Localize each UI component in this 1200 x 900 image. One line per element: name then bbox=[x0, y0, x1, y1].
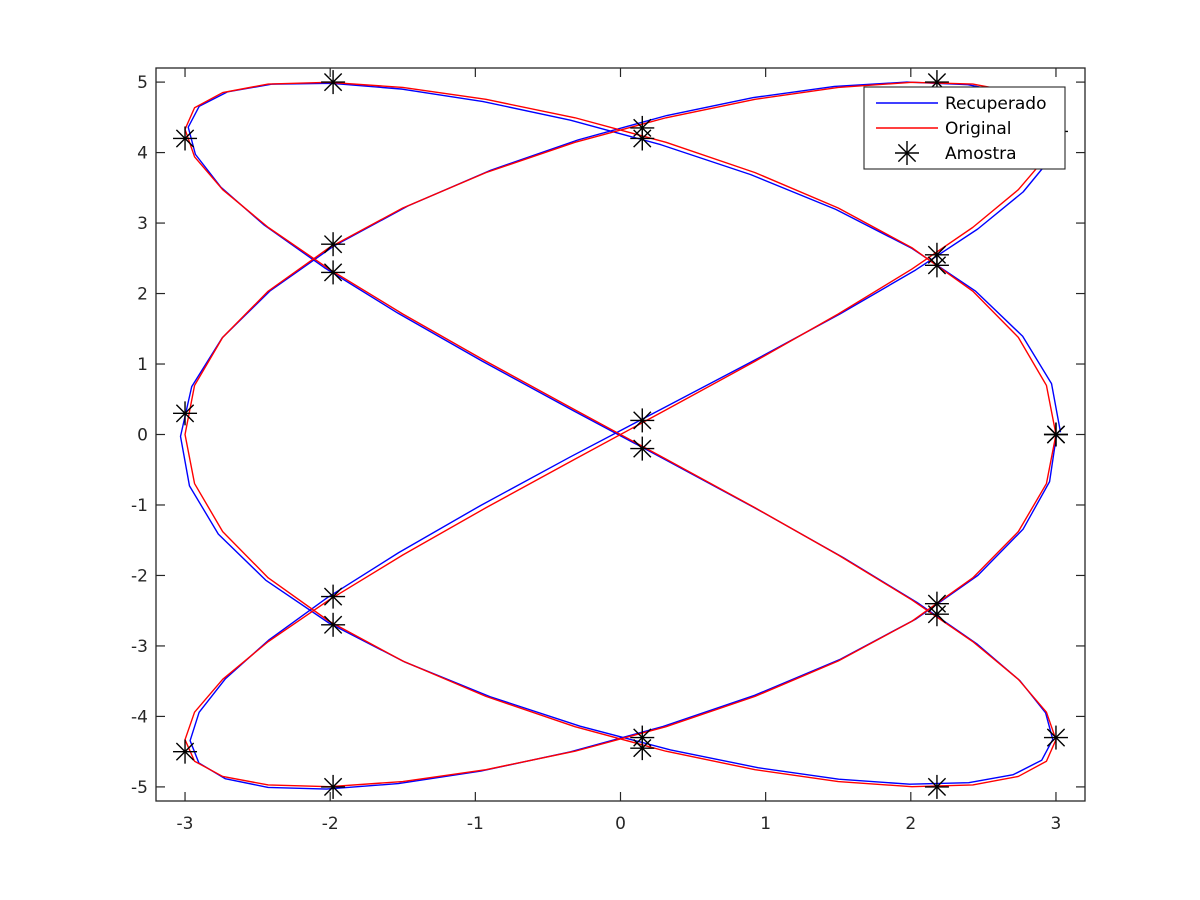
legend-swatch-asterisk bbox=[895, 141, 919, 165]
sample-marker bbox=[173, 126, 198, 151]
x-tick-label: -1 bbox=[467, 814, 484, 834]
y-tick-label: -2 bbox=[131, 566, 148, 586]
sample-marker bbox=[630, 436, 655, 461]
sample-marker bbox=[630, 736, 655, 761]
sample-marker bbox=[321, 260, 346, 285]
y-tick-label: 4 bbox=[137, 144, 148, 164]
y-tick-label: 3 bbox=[137, 214, 148, 234]
sample-marker bbox=[1043, 422, 1068, 447]
legend-label: Amostra bbox=[945, 144, 1017, 164]
x-tick-label: 2 bbox=[905, 814, 916, 834]
series-line-recuperado bbox=[179, 81, 1062, 790]
sample-marker bbox=[321, 774, 346, 799]
y-tick-label: 0 bbox=[137, 426, 148, 446]
y-axis-ticks: -5 -4 -3 -2 -1 0 1 2 3 4 5 bbox=[131, 73, 1085, 798]
sample-marker bbox=[321, 584, 346, 609]
x-tick-label: 0 bbox=[615, 814, 626, 834]
sample-marker bbox=[924, 602, 949, 627]
x-tick-label: 1 bbox=[760, 814, 771, 834]
legend-entry-amostra: Amostra bbox=[895, 141, 1017, 165]
sample-marker bbox=[321, 232, 346, 257]
y-tick-label: 2 bbox=[137, 285, 148, 305]
y-tick-label: 5 bbox=[137, 73, 148, 93]
sample-marker bbox=[173, 739, 198, 764]
sample-marker bbox=[1043, 725, 1068, 750]
x-tick-label: -3 bbox=[177, 814, 194, 834]
y-tick-label: -1 bbox=[131, 496, 148, 516]
sample-marker bbox=[173, 401, 198, 426]
y-tick-label: -4 bbox=[131, 707, 148, 727]
legend-entry-recuperado: Recuperado bbox=[876, 94, 1046, 114]
sample-marker bbox=[630, 408, 655, 433]
legend-label: Original bbox=[945, 119, 1012, 139]
sample-marker bbox=[924, 242, 949, 267]
x-tick-label: 3 bbox=[1051, 814, 1062, 834]
sample-marker bbox=[321, 70, 346, 95]
sample-marker bbox=[321, 612, 346, 637]
axes-frame bbox=[155, 67, 1086, 802]
legend-entry-original: Original bbox=[876, 119, 1012, 139]
y-tick-label: 1 bbox=[137, 355, 148, 375]
y-tick-label: -5 bbox=[131, 778, 148, 798]
legend-label: Recuperado bbox=[945, 94, 1046, 114]
sample-marker bbox=[924, 774, 949, 799]
x-tick-label: -2 bbox=[322, 814, 339, 834]
y-tick-label: -3 bbox=[131, 637, 148, 657]
sample-marker bbox=[630, 115, 655, 140]
x-axis-ticks: -3 -2 -1 0 1 2 3 bbox=[177, 68, 1062, 834]
